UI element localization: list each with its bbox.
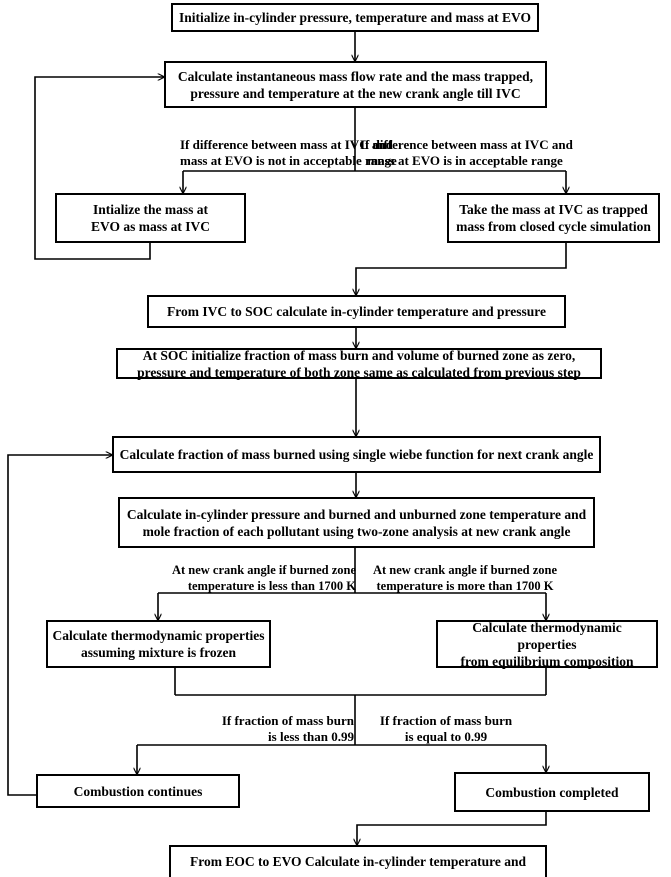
- condition-temp-high-line-2: temperature is more than 1700 K: [376, 579, 554, 593]
- step-ivc-to-soc-text: From IVC to SOC calculate in-cylinder te…: [167, 303, 546, 320]
- condition-mass-acceptable-line-1: If difference between mass at IVC and: [360, 137, 573, 152]
- condition-burn-less-line-2: is less than 0.99: [268, 729, 354, 744]
- arrow-take-mass-to-ivc-soc: [356, 241, 567, 295]
- condition-temp-low-line-2: temperature is less than 1700 K: [187, 579, 356, 593]
- condition-temp-low: At new crank angle if burned zone tempera…: [150, 562, 356, 594]
- step-mass-flow-text: Calculate instantaneous mass flow rate a…: [178, 68, 533, 102]
- step-combustion-continues-text-line-1: Combustion continues: [73, 783, 203, 799]
- step-two-zone-text-line-2: mole fraction of each pollutant using tw…: [142, 523, 571, 539]
- step-take-mass-ivc: Take the mass at IVC as trapped mass from…: [447, 193, 660, 243]
- arrow-completed-to-eoc: [357, 812, 547, 845]
- step-wiebe-text: Calculate fraction of mass burned using …: [120, 446, 594, 463]
- step-init-mass-ivc-text-line-2: EVO as mass at IVC: [91, 219, 210, 234]
- step-mass-flow-text-line-1: Calculate instantaneous mass flow rate a…: [177, 68, 534, 84]
- arrow-loop-back-to-wiebe: [7, 455, 112, 796]
- step-wiebe: Calculate fraction of mass burned using …: [112, 436, 601, 473]
- step-equilibrium-text-line-1: Calculate thermodynamic properties: [472, 619, 622, 652]
- condition-burn-equal-line-1: If fraction of mass burn: [379, 713, 513, 728]
- step-soc-init-text: At SOC initialize fraction of mass burn …: [137, 347, 581, 381]
- step-eoc-to-evo-text: From EOC to EVO Calculate in-cylinder te…: [190, 853, 526, 870]
- condition-burn-equal-line-2: is equal to 0.99: [404, 729, 488, 744]
- step-combustion-completed-text: Combustion completed: [485, 784, 618, 801]
- step-init-evo-text-line-1: Initialize in-cylinder pressure, tempera…: [179, 10, 531, 25]
- step-frozen-text-line-2: assuming mixture is frozen: [80, 645, 237, 660]
- step-frozen: Calculate thermodynamic properties assumi…: [46, 620, 271, 668]
- condition-temp-low-line-1: At new crank angle if burned zone: [171, 563, 356, 577]
- step-frozen-text-line-1: Calculate thermodynamic properties: [52, 628, 265, 643]
- step-eoc-to-evo-text-line-1: From EOC to EVO Calculate in-cylinder te…: [189, 854, 527, 869]
- step-combustion-continues-text: Combustion continues: [74, 783, 203, 800]
- step-soc-init: At SOC initialize fraction of mass burn …: [116, 347, 602, 381]
- step-combustion-completed: Combustion completed: [454, 772, 650, 812]
- step-take-mass-ivc-text: Take the mass at IVC as trapped mass from…: [456, 201, 651, 235]
- condition-temp-high: At new crank angle if burned zone tempera…: [360, 562, 570, 594]
- step-combustion-continues: Combustion continues: [36, 774, 240, 808]
- condition-burn-less-line-1: If fraction of mass burn: [221, 713, 354, 728]
- step-init-evo-text: Initialize in-cylinder pressure, tempera…: [179, 9, 531, 26]
- step-soc-init-text-line-1: At SOC initialize fraction of mass burn …: [142, 347, 576, 363]
- step-frozen-text: Calculate thermodynamic properties assumi…: [53, 627, 265, 661]
- step-mass-flow-text-line-2: pressure and temperature at the new cran…: [190, 85, 521, 101]
- step-combustion-completed-text-line-1: Combustion completed: [485, 784, 619, 800]
- condition-temp-high-line-1: At new crank angle if burned zone: [372, 563, 558, 577]
- step-ivc-to-soc: From IVC to SOC calculate in-cylinder te…: [147, 295, 566, 328]
- arrow-loop-back-to-massflow: [34, 77, 164, 260]
- step-two-zone-text: Calculate in-cylinder pressure and burne…: [127, 506, 586, 540]
- step-two-zone-text-line-1: Calculate in-cylinder pressure and burne…: [126, 506, 587, 522]
- step-init-mass-ivc-text: Intialize the mass at EVO as mass at IVC: [91, 201, 210, 235]
- step-equilibrium-text-line-2: from equilibrium composition: [460, 653, 634, 669]
- condition-mass-acceptable-line-2: mass at EVO is in acceptable range: [367, 153, 563, 168]
- step-two-zone: Calculate in-cylinder pressure and burne…: [118, 497, 595, 548]
- step-init-evo: Initialize in-cylinder pressure, tempera…: [171, 3, 539, 32]
- step-take-mass-ivc-text-line-1: Take the mass at IVC as trapped: [459, 202, 648, 217]
- step-ivc-to-soc-text-line-1: From IVC to SOC calculate in-cylinder te…: [167, 304, 546, 319]
- step-soc-init-text-line-2: pressure and temperature of both zone sa…: [137, 364, 581, 380]
- step-init-mass-ivc-text-line-1: Intialize the mass at: [92, 202, 209, 217]
- step-take-mass-ivc-text-line-2: mass from closed cycle simulation: [456, 219, 651, 234]
- condition-mass-not-acceptable-line-2: mass at EVO is not in acceptable range: [180, 153, 397, 168]
- step-wiebe-text-line-1: Calculate fraction of mass burned using …: [119, 447, 594, 462]
- step-eoc-to-evo: From EOC to EVO Calculate in-cylinder te…: [169, 845, 547, 877]
- step-init-mass-ivc: Intialize the mass at EVO as mass at IVC: [55, 193, 246, 243]
- step-mass-flow: Calculate instantaneous mass flow rate a…: [164, 61, 547, 108]
- condition-mass-not-acceptable-line-1: If difference between mass at IVC and: [180, 137, 393, 152]
